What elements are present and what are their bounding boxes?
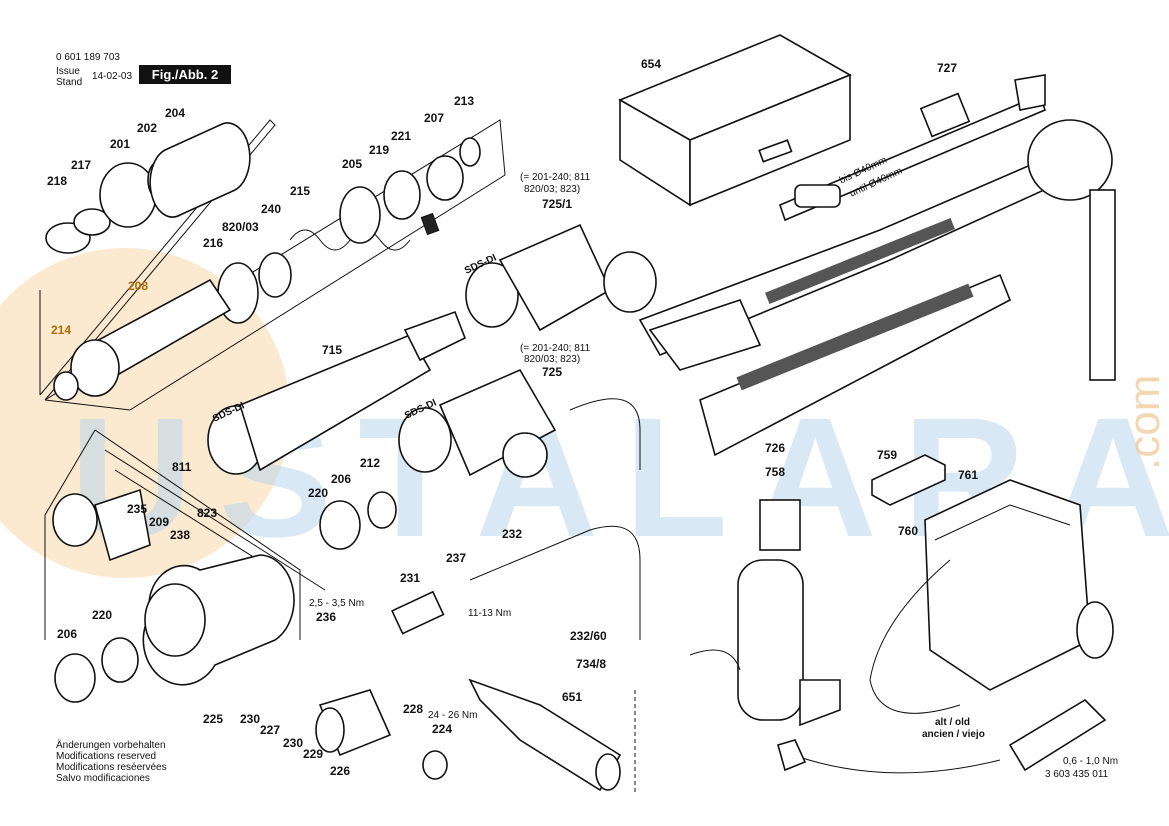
part-label-230-a: 230 <box>240 712 261 726</box>
torque-note-236: 2,5 - 3,5 Nm <box>309 598 365 609</box>
part-label-236: 236 <box>316 610 337 624</box>
part-label-240: 240 <box>261 202 282 216</box>
power-plug <box>777 739 807 772</box>
part-label-213: 213 <box>454 94 475 108</box>
drill-stand-clamp <box>779 74 1046 222</box>
part-label-758: 758 <box>765 465 786 479</box>
part-label-654: 654 <box>641 57 662 71</box>
part-label-219: 219 <box>369 143 390 157</box>
issue-date: 14-02-03 <box>92 71 133 82</box>
drill-chuck-variant-1 <box>465 223 657 332</box>
part-label-760: 760 <box>898 524 919 538</box>
part-label-218: 218 <box>47 174 68 188</box>
part-label-217: 217 <box>71 158 92 172</box>
part-label-205: 205 <box>342 157 363 171</box>
part-label-725: 725 <box>542 365 563 379</box>
part-label-220-lower: 220 <box>92 608 113 622</box>
part-label-220-upper: 220 <box>308 486 329 500</box>
water-valve-assembly <box>315 590 448 780</box>
drill-chuck-variant-2 <box>398 368 641 478</box>
part-label-221: 221 <box>391 129 412 143</box>
water-hose <box>469 525 641 640</box>
part-label-231: 231 <box>400 571 421 585</box>
safety-plug-switch <box>1008 698 1107 772</box>
upper-guide-frame <box>39 119 276 401</box>
figure-label: Fig./Abb. 2 <box>139 65 231 84</box>
part-label-759: 759 <box>877 448 898 462</box>
spindle-tube <box>53 278 232 401</box>
part-label-227: 227 <box>260 723 281 737</box>
part-label-811: 811 <box>172 460 192 474</box>
stand-label: Stand <box>56 77 83 88</box>
footer-line-fr: Modifications reséervées <box>56 762 167 773</box>
footer-line-de: Änderungen vorbehalten <box>56 740 166 751</box>
part-label-726: 726 <box>765 441 786 455</box>
part-label-224: 224 <box>432 722 453 736</box>
part-label-715: 715 <box>322 343 343 357</box>
part-label-216: 216 <box>203 236 224 250</box>
footer-line-es: Salvo modificaciones <box>56 773 150 784</box>
part-label-734-8: 734/8 <box>576 657 607 671</box>
part-label-232: 232 <box>502 527 523 541</box>
part-label-225: 225 <box>203 712 224 726</box>
part-label-207: 207 <box>424 111 445 125</box>
part-label-206-lower: 206 <box>57 627 78 641</box>
footer-line-en: Modifications reserved <box>56 751 157 762</box>
part-label-230-b: 230 <box>283 736 304 750</box>
chuck-assembly-parts <box>45 122 481 324</box>
part-label-201: 201 <box>110 137 131 151</box>
part-label-761: 761 <box>958 468 979 482</box>
part-number: 0 601 189 703 <box>56 52 120 63</box>
drill-stand <box>638 119 1116 457</box>
part-label-212: 212 <box>360 456 381 470</box>
water-tank <box>737 499 841 727</box>
part-label-204: 204 <box>165 106 186 120</box>
filter-block <box>871 454 946 506</box>
part-label-226: 226 <box>330 764 351 778</box>
part-label-202: 202 <box>137 121 158 135</box>
part-label-820-03: 820/03 <box>222 220 259 234</box>
motor-housing-assembly <box>52 488 397 703</box>
part-label-727: 727 <box>937 61 958 75</box>
torque-note-228: 24 - 26 Nm <box>428 710 478 721</box>
lower-guide-frame <box>94 429 301 640</box>
variant-note-2-line-1: (= 201-240; 811 <box>520 343 591 354</box>
part-label-725-1: 725/1 <box>542 197 573 211</box>
part-label-209: 209 <box>149 515 170 529</box>
old-version-label-2: ancien / viejo <box>922 729 985 740</box>
part-label-215: 215 <box>290 184 311 198</box>
part-label-237: 237 <box>446 551 467 565</box>
part-label-235: 235 <box>127 502 148 516</box>
variant-note-2-line-2: 820/03; 823) <box>524 354 581 365</box>
auxiliary-handle <box>468 678 622 792</box>
screw-part-number: 3 603 435 011 <box>1045 769 1109 780</box>
part-label-651: 651 <box>562 690 583 704</box>
vacuum-cleaner <box>869 479 1114 714</box>
part-label-229: 229 <box>303 747 324 761</box>
issue-label: Issue <box>56 66 80 77</box>
part-label-232-60: 232/60 <box>570 629 607 643</box>
part-label-823: 823 <box>197 506 218 520</box>
sds-di-chisel <box>207 310 467 475</box>
part-label-206-upper: 206 <box>331 472 352 486</box>
carrying-case <box>618 34 852 207</box>
variant-note-1-line-1: (= 201-240; 811 <box>520 172 591 183</box>
part-label-238: 238 <box>170 528 191 542</box>
part-label-208: 208 <box>128 279 149 293</box>
old-version-label-1: alt / old <box>935 717 970 728</box>
screw-torque-note: 0,6 - 1,0 Nm <box>1063 756 1119 767</box>
part-label-228: 228 <box>403 702 424 716</box>
part-label-214: 214 <box>51 323 72 337</box>
variant-note-1-line-2: 820/03; 823) <box>524 184 581 195</box>
torque-note-237: 11-13 Nm <box>468 608 512 619</box>
